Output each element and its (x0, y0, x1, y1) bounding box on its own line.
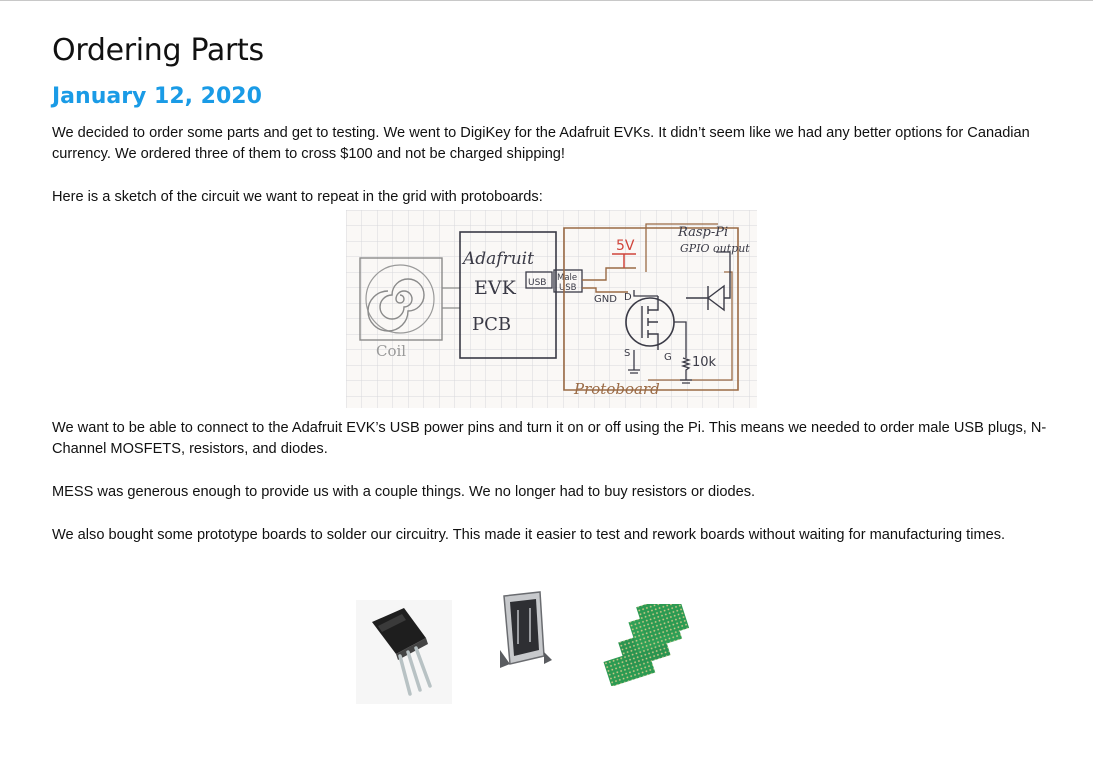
usb-label: USB (528, 278, 546, 288)
gnd-label: GND (594, 294, 617, 305)
top-border (0, 0, 1093, 1)
evk-label-1: Adafruit (461, 249, 534, 269)
five-v-label: 5V (616, 238, 635, 254)
mosfet-d-label: D (624, 292, 632, 303)
parts-gallery (352, 590, 702, 705)
pi-label-2: GPIO output (680, 242, 750, 255)
page-title: Ordering Parts (52, 33, 264, 68)
article: Ordering Parts January 12, 2020 We decid… (52, 30, 1062, 546)
post-date: January 12, 2020 (52, 84, 262, 109)
pi-label-1: Rasp-Pi (677, 225, 728, 240)
male-label: Male (557, 273, 577, 283)
protoboard-label: Protoboard (573, 380, 660, 398)
paragraph-sketch-intro: Here is a sketch of the circuit we want … (52, 189, 543, 205)
coil-drawing (359, 257, 460, 341)
mosfet-g-label: G (664, 352, 672, 363)
usb-connector-icon (494, 590, 556, 672)
male-usb-label: USB (559, 283, 577, 293)
paragraph-mess: MESS was generous enough to provide us w… (52, 484, 756, 500)
mosfet-s-label: S (624, 348, 630, 359)
resistor-label: 10k (692, 355, 717, 370)
evk-label-3: PCB (472, 314, 511, 335)
protoboard-outline (563, 227, 739, 391)
circuit-sketch: Coil Adafruit EVK PCB USB Male USB 5V GN… (346, 210, 757, 408)
circuit-sketch-container: Coil Adafruit EVK PCB USB Male USB 5V GN… (52, 210, 1062, 408)
protoboard-icon (603, 604, 690, 686)
coil-label: Coil (376, 342, 406, 360)
evk-pcb-outline (459, 231, 557, 359)
evk-label-2: EVK (474, 277, 517, 299)
mosfet-component-icon (356, 600, 452, 704)
paragraph-protoboards: We also bought some prototype boards to … (52, 527, 1006, 543)
paragraph-ordering: We decided to order some parts and get t… (52, 125, 1030, 162)
paragraph-usb-plan: We want to be able to connect to the Ada… (52, 420, 1047, 457)
